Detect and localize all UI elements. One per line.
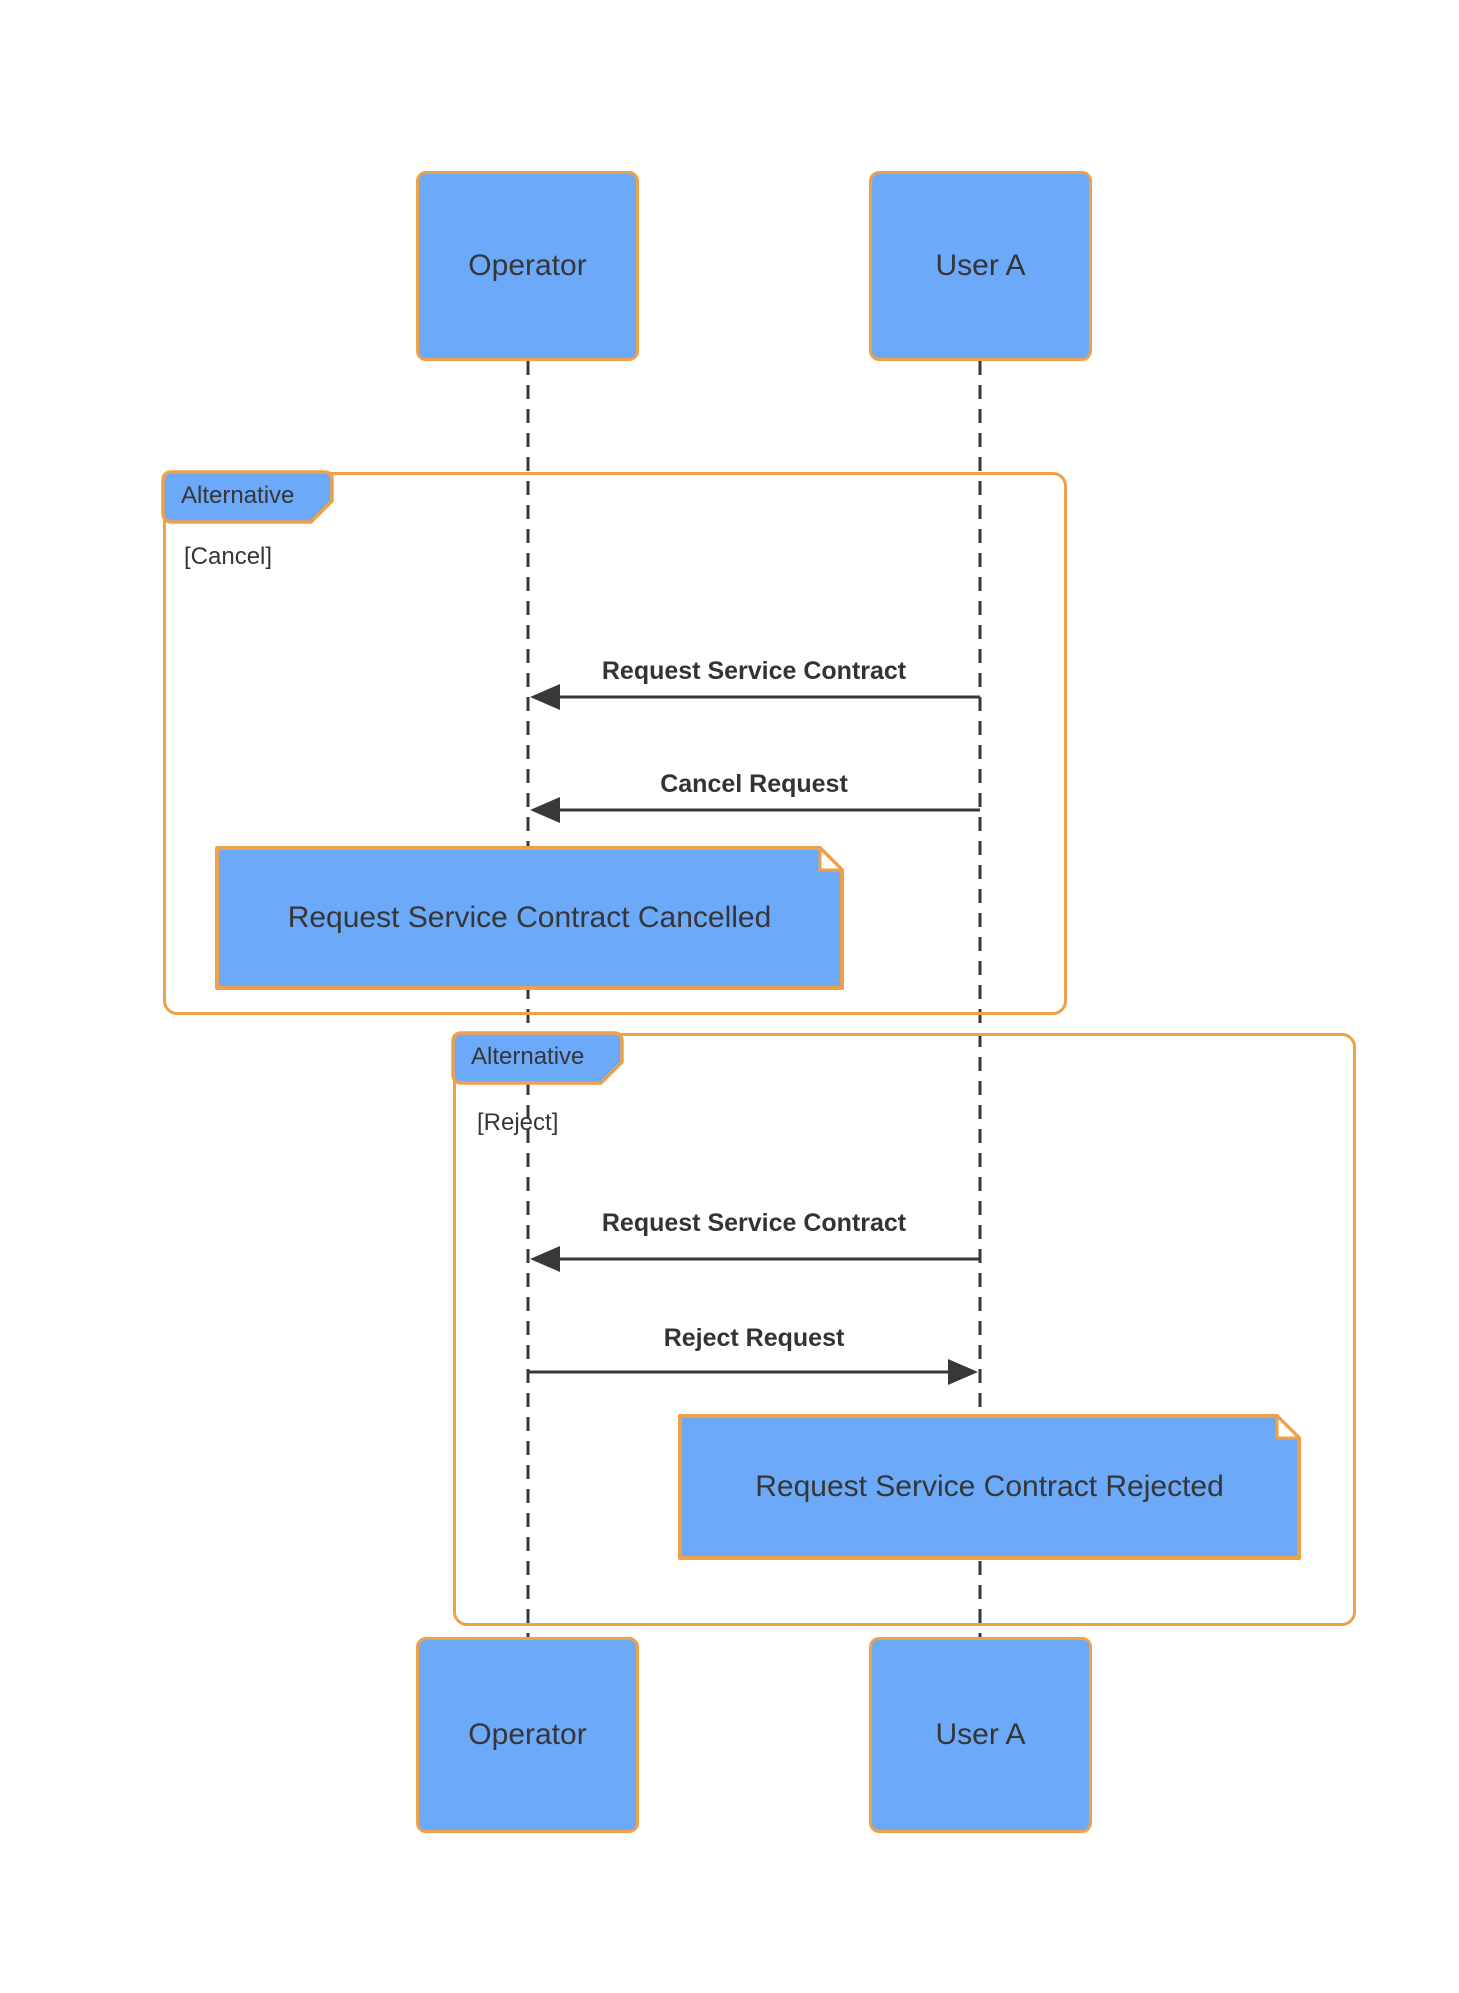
actor-label: Operator (468, 1718, 587, 1751)
actor-box-user-a-bottom: User A (869, 1637, 1092, 1833)
alt-fragment-cancel-tab (161, 470, 334, 524)
arrowhead-right-icon (948, 1359, 978, 1385)
fragment-label: Alternative (181, 482, 295, 509)
note-text: Request Service Contract Rejected (755, 1470, 1224, 1503)
fragment-tab-shape (161, 470, 334, 524)
note-fold-icon (818, 846, 844, 872)
message-label-request-service-contract-1: Request Service Contract (601, 657, 907, 685)
actor-box-operator-top: Operator (416, 171, 639, 361)
note-shape (215, 846, 844, 990)
fragment-label: Alternative (471, 1043, 585, 1070)
message-label-cancel-request: Cancel Request (660, 770, 848, 798)
note-request-cancelled: Request Service Contract Cancelled (215, 846, 844, 990)
actor-label: User A (935, 249, 1026, 282)
arrowhead-left-icon (530, 1246, 560, 1272)
alt-fragment-cancel (163, 472, 1067, 1015)
note-fold-icon (1275, 1414, 1301, 1440)
actor-label: User A (935, 1718, 1026, 1751)
message-label-request-service-contract-2: Request Service Contract (601, 1209, 907, 1237)
note-body-shape (215, 846, 844, 990)
actor-box-user-a-top: User A (869, 171, 1092, 361)
actor-box-operator-bottom: Operator (416, 1637, 639, 1833)
alt-fragment-reject-tab (451, 1031, 624, 1085)
message-label-reject-request: Reject Request (663, 1324, 845, 1352)
actor-label: Operator (468, 249, 587, 282)
note-request-rejected: Request Service Contract Rejected (678, 1414, 1301, 1560)
guard-label-reject: [Reject] (477, 1109, 559, 1136)
arrowhead-left-icon (530, 684, 560, 710)
arrowhead-left-icon (530, 797, 560, 823)
note-body-shape (678, 1414, 1301, 1560)
alt-fragment-reject (453, 1033, 1356, 1626)
guard-label-cancel: [Cancel] (184, 543, 273, 570)
note-text: Request Service Contract Cancelled (287, 901, 772, 934)
fragment-tab-shape (451, 1031, 624, 1085)
note-shape (678, 1414, 1301, 1560)
